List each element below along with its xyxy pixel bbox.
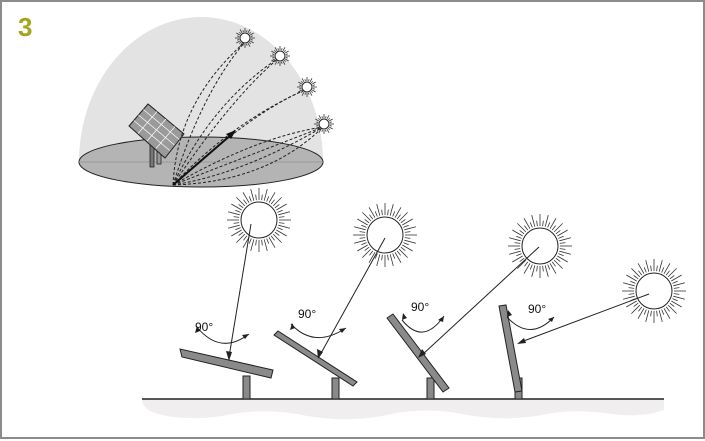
big-sun-2 xyxy=(353,203,417,267)
angle-label-2: 90° xyxy=(298,307,316,321)
small-sun-4 xyxy=(314,114,334,134)
sky-dome-illustration xyxy=(78,17,334,188)
step-number: 3 xyxy=(18,12,33,42)
small-sun-3 xyxy=(297,77,317,97)
angle-label-4: 90° xyxy=(528,302,546,316)
panel-normal-arrow xyxy=(172,133,233,186)
small-sun-1 xyxy=(235,28,255,48)
small-solar-panel xyxy=(128,103,185,168)
big-sun-3 xyxy=(508,214,572,278)
small-sun-2 xyxy=(270,46,290,66)
big-sun-4 xyxy=(622,259,686,323)
panel-4: 90° xyxy=(498,293,650,400)
angle-label-3: 90° xyxy=(411,300,429,314)
sun-rays xyxy=(172,41,324,186)
panel-2: 90° xyxy=(273,237,386,400)
ground-terrain xyxy=(142,398,664,420)
small-suns xyxy=(235,28,334,134)
panel-3: 90° xyxy=(386,246,540,400)
angle-label-1: 90° xyxy=(195,320,213,334)
big-suns xyxy=(227,188,686,323)
panel-1: 90° xyxy=(179,223,274,400)
big-sun-1 xyxy=(227,188,291,252)
